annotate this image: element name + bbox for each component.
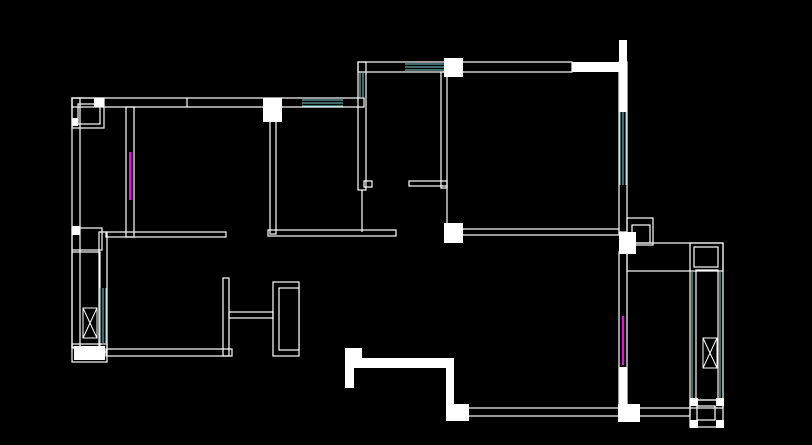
column-annex-corner-1 <box>690 398 698 406</box>
windows <box>99 63 721 398</box>
window-top-center <box>405 63 444 71</box>
fixture-right-x-box <box>702 337 718 369</box>
wall-bedroom2-bottom <box>267 229 397 237</box>
column-annex-corner-4 <box>716 420 724 428</box>
wall-center-stub <box>363 180 373 188</box>
wall-kitchen-bump-inner <box>278 287 300 351</box>
door-markers <box>129 152 624 365</box>
wall-balcony-top-left <box>71 97 105 129</box>
window-left-lower <box>99 288 107 343</box>
wall-right-balcony <box>626 217 654 246</box>
column-bottom-right <box>618 404 640 422</box>
column-annex-corner-3 <box>690 420 698 428</box>
column-top-middle <box>263 98 282 122</box>
column-left-top-small <box>72 118 78 126</box>
column-master-corner <box>444 223 463 243</box>
column-right-top <box>619 40 627 112</box>
window-right-annex <box>691 272 721 398</box>
solid-walls <box>71 40 724 428</box>
column-bottom-left <box>71 343 108 363</box>
wall-right-annex-box <box>693 246 719 268</box>
column-right-lower <box>619 367 627 407</box>
wall-bottom-left <box>105 348 233 357</box>
column-top-left-small <box>94 98 104 107</box>
wall-balcony-top-left-inner <box>77 103 101 125</box>
wall-utility-small <box>71 227 103 251</box>
wall-master-door-stub <box>408 180 448 187</box>
wall-bottom-right-box-inner <box>696 405 716 421</box>
wall-bottom-right-box <box>689 399 724 428</box>
fixtures <box>82 307 718 369</box>
window-top-bedroom2 <box>302 99 343 107</box>
column-bottom-center <box>446 404 469 421</box>
window-center-vertical <box>359 72 364 98</box>
column-top-far-right <box>572 62 627 72</box>
window-right-upper <box>619 112 627 185</box>
column-top-right <box>444 58 463 77</box>
column-annex-corner-2 <box>716 398 724 406</box>
column-bottom-left-fill <box>74 346 105 360</box>
wall-right-annex <box>689 242 724 409</box>
column-right-middle <box>619 232 636 254</box>
fixture-left-x-box <box>82 307 98 339</box>
wall-bedroom1-bottom <box>105 231 227 238</box>
column-left-mid-small <box>72 226 80 235</box>
wall-balcony-bottom-bold <box>345 348 454 404</box>
